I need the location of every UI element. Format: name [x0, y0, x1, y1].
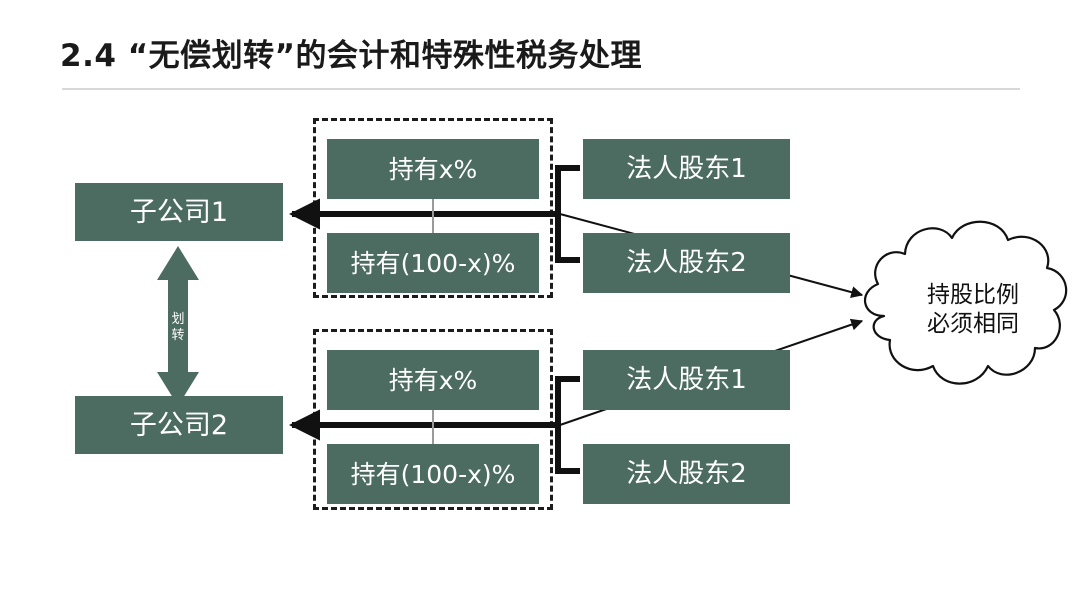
subsidiary-box-2[interactable]: 子公司2 — [75, 396, 283, 454]
transfer-label-char-1: 划 — [171, 312, 185, 327]
shareholder-bracket-upper — [555, 165, 580, 263]
holding-box-lower-top[interactable]: 持有x% — [327, 350, 539, 410]
page-title: 2.4 “无偿划转”的会计和特殊性税务处理 — [60, 38, 642, 74]
shareholder-bracket-lower — [555, 376, 580, 474]
holding-box-lower-bottom[interactable]: 持有(100-x)% — [327, 444, 539, 504]
shareholder-box-upper-1[interactable]: 法人股东1 — [583, 139, 790, 199]
transfer-label-char-2: 转 — [171, 328, 185, 344]
holding-box-upper-bottom[interactable]: 持有(100-x)% — [327, 233, 539, 293]
shareholder-box-lower-2[interactable]: 法人股东2 — [583, 444, 790, 504]
shareholder-box-upper-2[interactable]: 法人股东2 — [583, 233, 790, 293]
cloud-line-2: 必须相同 — [927, 311, 1019, 338]
cloud-callout-text: 持股比例 必须相同 — [893, 281, 1053, 340]
cloud-line-1: 持股比例 — [927, 282, 1019, 308]
holding-box-upper-top[interactable]: 持有x% — [327, 139, 539, 199]
shareholder-box-lower-1[interactable]: 法人股东1 — [583, 350, 790, 410]
title-divider — [62, 88, 1020, 90]
subsidiary-box-1[interactable]: 子公司1 — [75, 183, 283, 241]
transfer-arrow-label: 划 转 — [170, 312, 186, 345]
